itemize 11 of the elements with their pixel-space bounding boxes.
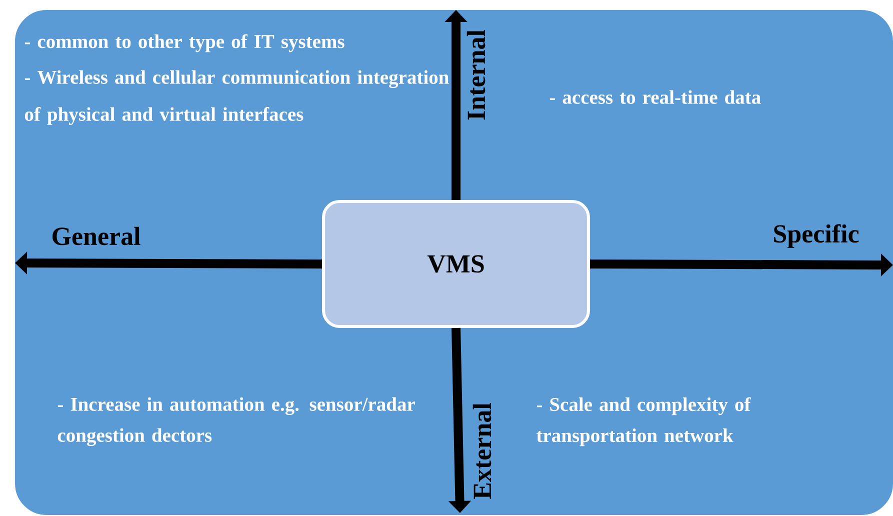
axis-label: External <box>472 403 492 499</box>
axis-label: General <box>52 226 140 246</box>
note-text: - Wireless and cellular communication integration of physical and virtual interfaces <box>24 70 449 125</box>
panel-background <box>15 10 893 515</box>
note-text: - access to real-time data <box>550 90 761 104</box>
process-box: VMS <box>322 200 590 328</box>
note-text: - Scale and complexity of transportation network <box>536 397 751 446</box>
axis-label: Internal <box>466 30 486 120</box>
note-text: - common to other type of IT systems <box>24 34 344 52</box>
axis-label: Specific <box>774 224 859 248</box>
note-text: - Increase in automation e.g. sensor/radar congestion dectors <box>58 397 415 446</box>
